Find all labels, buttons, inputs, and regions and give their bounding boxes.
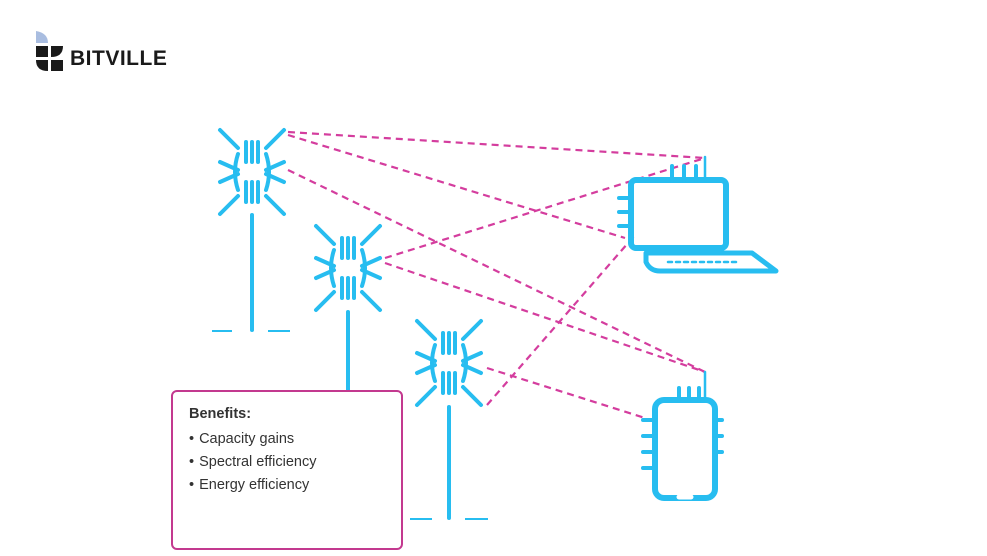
list-item: Capacity gains [189, 428, 401, 451]
signal-links [287, 130, 706, 420]
link-tower1-laptop-a [287, 130, 706, 160]
cell-tower-icon [314, 224, 382, 312]
cell-tower-icon [218, 128, 286, 216]
cell-tower-icon [415, 319, 483, 407]
list-item: Spectral efficiency [189, 451, 401, 474]
smartphone-icon [641, 370, 724, 501]
brand-name: BITVILLE [70, 47, 168, 70]
benefits-title: Benefits: [189, 406, 252, 422]
link-tower2-laptop [384, 156, 706, 260]
list-item: Energy efficiency [189, 474, 401, 497]
bitville-logo-icon [36, 31, 63, 71]
link-tower2-phone [384, 261, 706, 374]
link-tower1-laptop-b [287, 133, 626, 240]
link-tower3-phone [486, 366, 646, 420]
laptop-icon [617, 155, 779, 274]
benefits-box: Benefits: Capacity gains Spectral effici… [171, 390, 403, 550]
link-tower1-phone [287, 169, 706, 373]
link-tower3-laptop [486, 234, 636, 406]
benefits-list: Capacity gains Spectral efficiency Energ… [189, 428, 401, 497]
